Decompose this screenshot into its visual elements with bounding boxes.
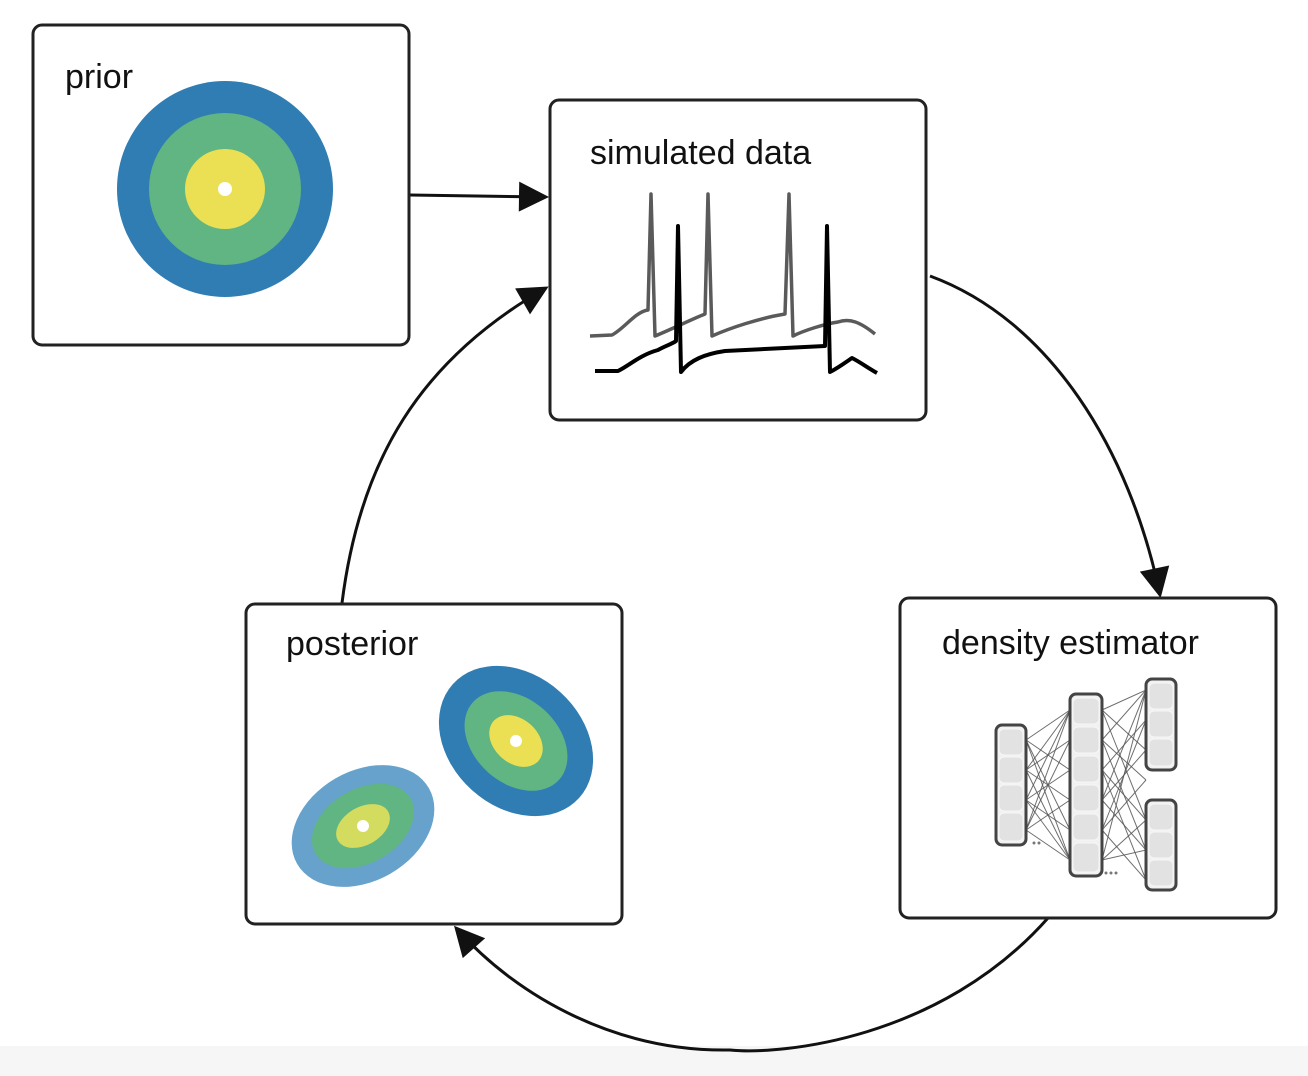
hidden-layer [1068, 692, 1104, 878]
prior-label: prior [65, 58, 133, 96]
posterior-box: posterior [244, 602, 624, 926]
network-connections [1025, 689, 1147, 881]
input-layer [994, 723, 1028, 847]
posterior-mode-lower [291, 765, 435, 887]
arrow-simulated-data-to-density-estimator [929, 274, 1170, 598]
prior-distribution-icon [117, 81, 333, 297]
output-layer-top [1144, 677, 1178, 772]
neural-network-icon [994, 677, 1178, 892]
gray-voltage-trace [589, 192, 877, 338]
simulated-data-label: simulated data [590, 134, 811, 172]
ellipsis-dots [1032, 841, 1118, 875]
posterior-mode-upper [438, 665, 594, 817]
bottom-margin-band [0, 1046, 1308, 1076]
arrow-posterior-to-simulated-data [340, 286, 549, 604]
black-voltage-trace [595, 224, 878, 375]
posterior-lower-center-dot [357, 820, 369, 832]
density-estimator-label: density estimator [942, 624, 1199, 662]
prior-box: prior [31, 23, 411, 347]
arrow-prior-to-simulated-data [409, 181, 549, 212]
arrow-density-estimator-to-posterior [454, 917, 1050, 1053]
density-estimator-box: density estimator [898, 596, 1278, 920]
posterior-upper-center-dot [510, 735, 522, 747]
prior-center-dot [218, 182, 232, 196]
simulated-data-box: simulated data [548, 98, 928, 422]
voltage-traces-icon [589, 192, 878, 375]
posterior-distribution-icon [291, 665, 594, 887]
posterior-label: posterior [286, 625, 418, 663]
output-layer-bottom [1144, 798, 1178, 892]
